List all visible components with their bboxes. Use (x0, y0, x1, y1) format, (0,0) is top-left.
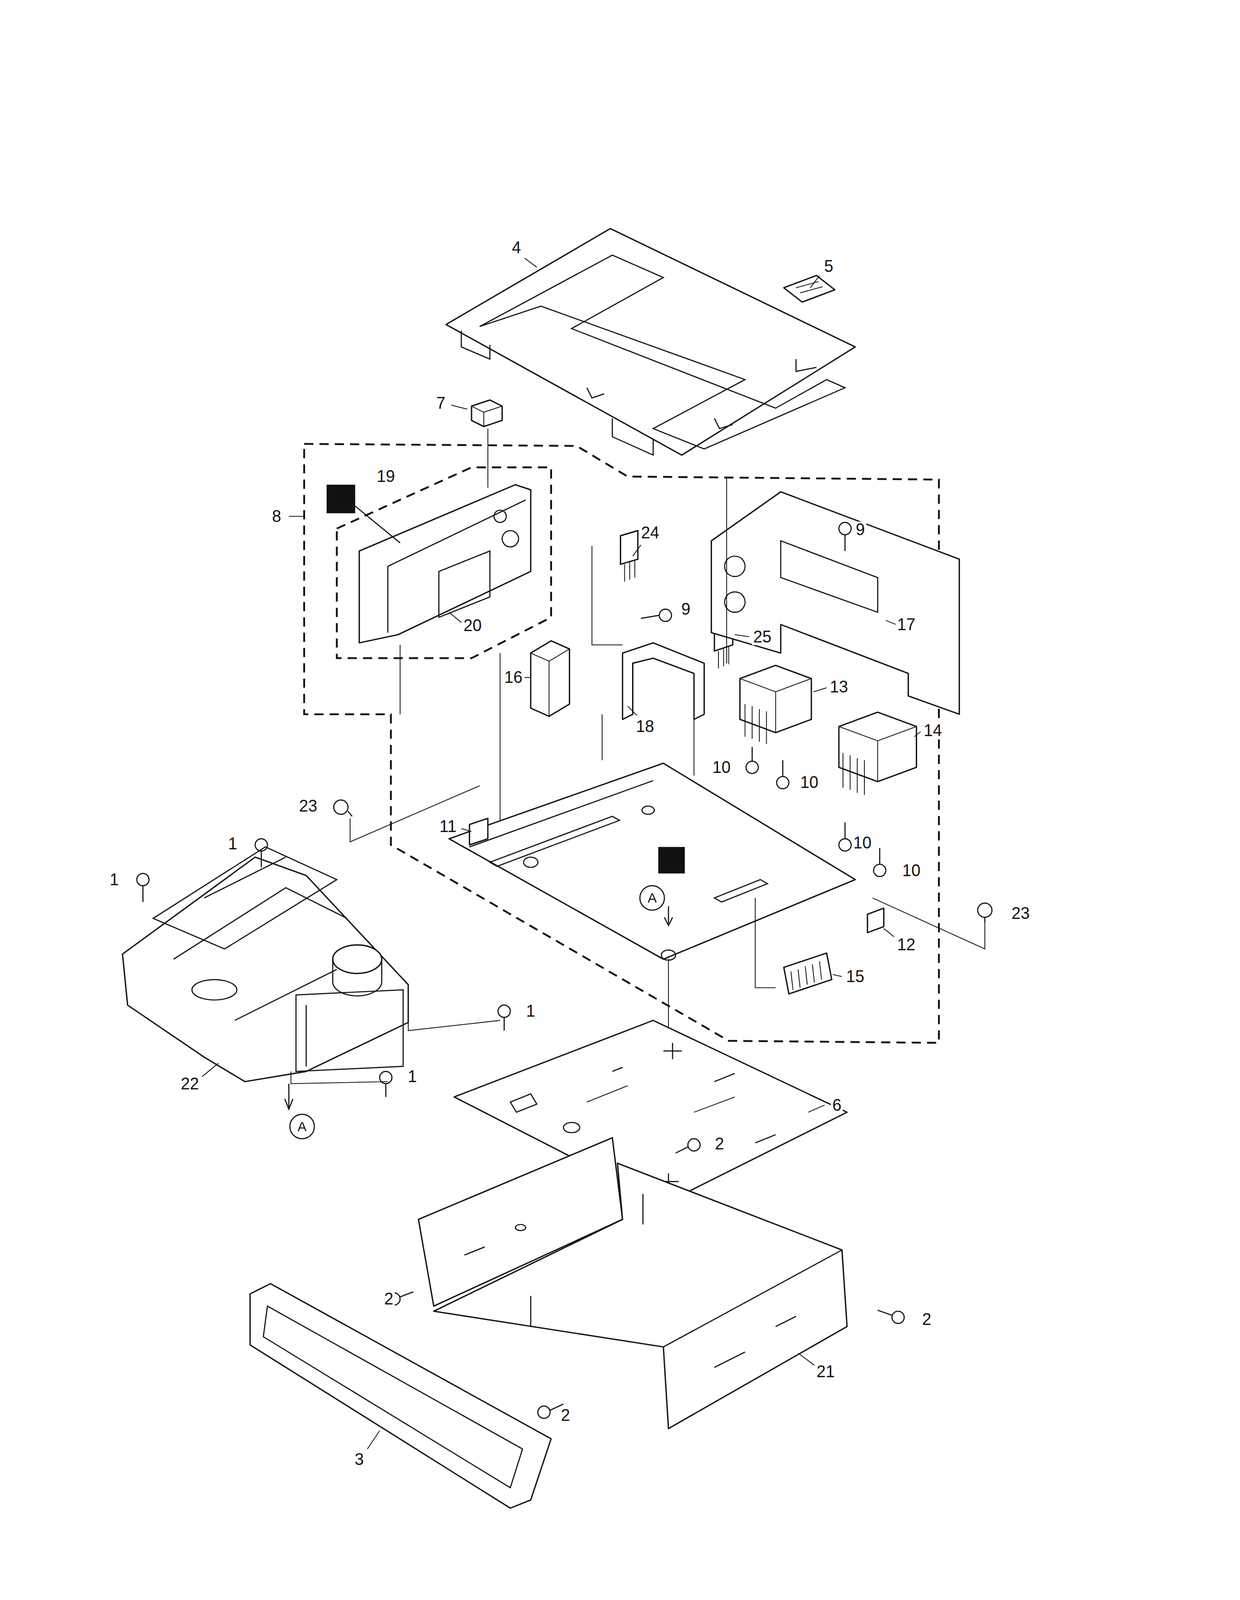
callout-number: 8 (270, 508, 283, 525)
main-board (449, 763, 856, 960)
callout-number: 1 (108, 871, 121, 889)
sheet-hatch (587, 1085, 735, 1113)
callout-number: 1 (406, 1068, 419, 1085)
callout-number: 10 (900, 862, 922, 879)
mark-square (326, 484, 356, 514)
board-details (387, 500, 526, 633)
leader-line (499, 652, 501, 825)
callout-number: 16 (502, 669, 524, 686)
clip (867, 908, 884, 933)
callout-number: 9 (679, 601, 692, 618)
header-pins (790, 961, 822, 990)
callout-number: 18 (634, 718, 656, 735)
leader-line (487, 428, 489, 488)
callout-number: 21 (815, 1363, 837, 1381)
leader-line (355, 506, 401, 543)
reference-arrow (664, 906, 673, 926)
callout-number: 20 (461, 617, 483, 634)
callout-number: 15 (844, 968, 866, 985)
cover-emboss (479, 255, 845, 449)
mark-square (658, 847, 685, 874)
callout-number: 23 (297, 798, 319, 815)
callout-number: 10 (711, 759, 733, 776)
reference-letter: A (297, 1119, 307, 1134)
connector-pins (838, 726, 917, 795)
leader-line (399, 644, 401, 715)
callout-number: 2 (920, 1311, 933, 1328)
callout-number: 25 (752, 628, 774, 646)
callout-number: 11 (438, 818, 458, 835)
callout-number: 9 (854, 521, 867, 538)
transistor-leads (718, 647, 729, 669)
mechanism-details (153, 847, 404, 1072)
screws (136, 522, 993, 1419)
callout-number: 13 (828, 678, 850, 696)
callout-number: 6 (830, 1097, 843, 1114)
callout-number: 10 (798, 774, 820, 791)
bracket-holes (724, 540, 879, 613)
tag-hatch (796, 281, 823, 293)
callout-number: 3 (353, 1451, 366, 1468)
leader-line (291, 1005, 501, 1085)
transistor (620, 530, 638, 565)
clip (469, 818, 488, 845)
chassis-box (433, 1163, 848, 1429)
transistor-leads (624, 560, 635, 582)
callout-number: 12 (895, 936, 917, 954)
callout-number: 19 (375, 468, 397, 485)
heat-bracket (711, 491, 959, 715)
reference-letter: A (647, 891, 657, 905)
leader-line (201, 258, 921, 1450)
callout-number: 10 (852, 834, 874, 852)
callout-number: 7 (435, 395, 447, 412)
connector-pins (739, 678, 812, 744)
callout-number: 2 (713, 1135, 726, 1153)
leader-line (350, 477, 985, 988)
callout-number: 1 (226, 835, 239, 853)
panel-window (263, 1306, 523, 1488)
callout-number: 24 (639, 524, 661, 542)
motor (332, 944, 382, 974)
reference-arrow (284, 1083, 293, 1110)
bracket (622, 642, 705, 720)
pin-header (783, 953, 832, 995)
cube-part (471, 400, 503, 427)
reference-circle (289, 1114, 315, 1140)
cover-tabs (461, 330, 817, 456)
callout-number: 14 (922, 722, 944, 739)
label-tag (783, 275, 835, 302)
callout-number: 23 (1009, 905, 1031, 922)
motor-body (332, 959, 382, 997)
callout-number: 1 (524, 1003, 537, 1020)
callout-number: 17 (895, 616, 917, 633)
top-cover (446, 228, 856, 456)
board-details (469, 780, 768, 903)
relay-edges (530, 648, 570, 717)
callout-number: 4 (510, 239, 523, 257)
callout-number: 2 (382, 1290, 395, 1308)
sub-board (359, 484, 531, 643)
cd-mechanism (122, 857, 408, 1082)
chassis-details (464, 1194, 842, 1368)
mount-hole (661, 949, 676, 960)
reference-circle (639, 885, 665, 911)
cube-edges (471, 406, 503, 427)
relay-block (530, 640, 570, 717)
callout-number: 2 (559, 1407, 572, 1424)
callout-number: 22 (179, 1075, 201, 1093)
front-panel (250, 1283, 552, 1509)
callout-number: 5 (822, 258, 835, 275)
subassembly-outline (336, 467, 552, 659)
